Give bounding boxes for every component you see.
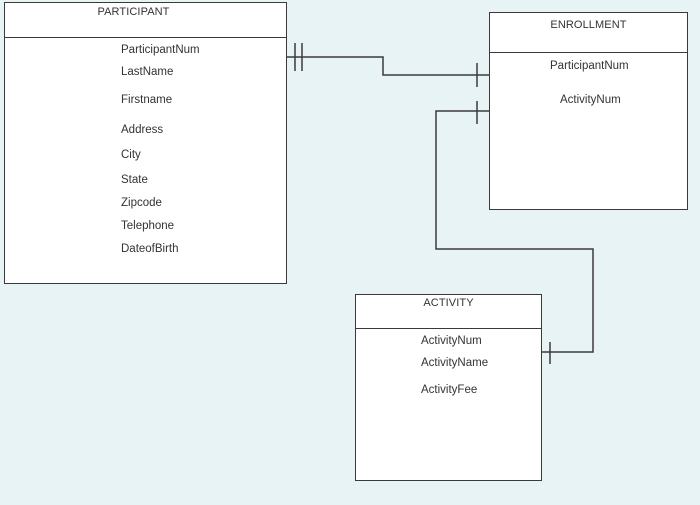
connector-line-participant-enrollment [287,56,489,76]
relationship-activity-enrollment [435,101,594,364]
relationship-participant-enrollment [287,43,489,87]
entity-title: ACTIVITY [423,297,474,309]
attribute: Telephone [121,220,175,232]
attribute: ActivityNum [560,94,621,106]
entity-enrollment: ENROLLMENT ParticipantNum ActivityNum [489,12,688,210]
attribute: ActivityNum [421,335,482,347]
attribute: State [121,174,148,186]
attribute: DateofBirth [121,243,179,255]
connector-line-activity-enrollment [435,110,594,353]
entity-title: ENROLLMENT [550,19,627,31]
attribute: ParticipantNum [121,44,200,56]
entity-participant: PARTICIPANT ParticipantNum LastName Firs… [4,2,287,284]
entity-title: PARTICIPANT [97,6,170,18]
attribute: Address [121,124,164,136]
attribute: City [121,149,141,161]
attribute: LastName [121,66,174,78]
attribute: Zipcode [121,197,162,209]
attribute: ActivityFee [421,384,478,396]
entity-divider [490,52,687,53]
attribute: Firstname [121,94,173,106]
attribute: ParticipantNum [550,60,629,72]
entity-activity: ACTIVITY ActivityNum ActivityName Activi… [355,294,542,481]
entity-divider [5,37,286,38]
attribute: ActivityName [421,357,489,369]
entity-divider [356,328,541,329]
